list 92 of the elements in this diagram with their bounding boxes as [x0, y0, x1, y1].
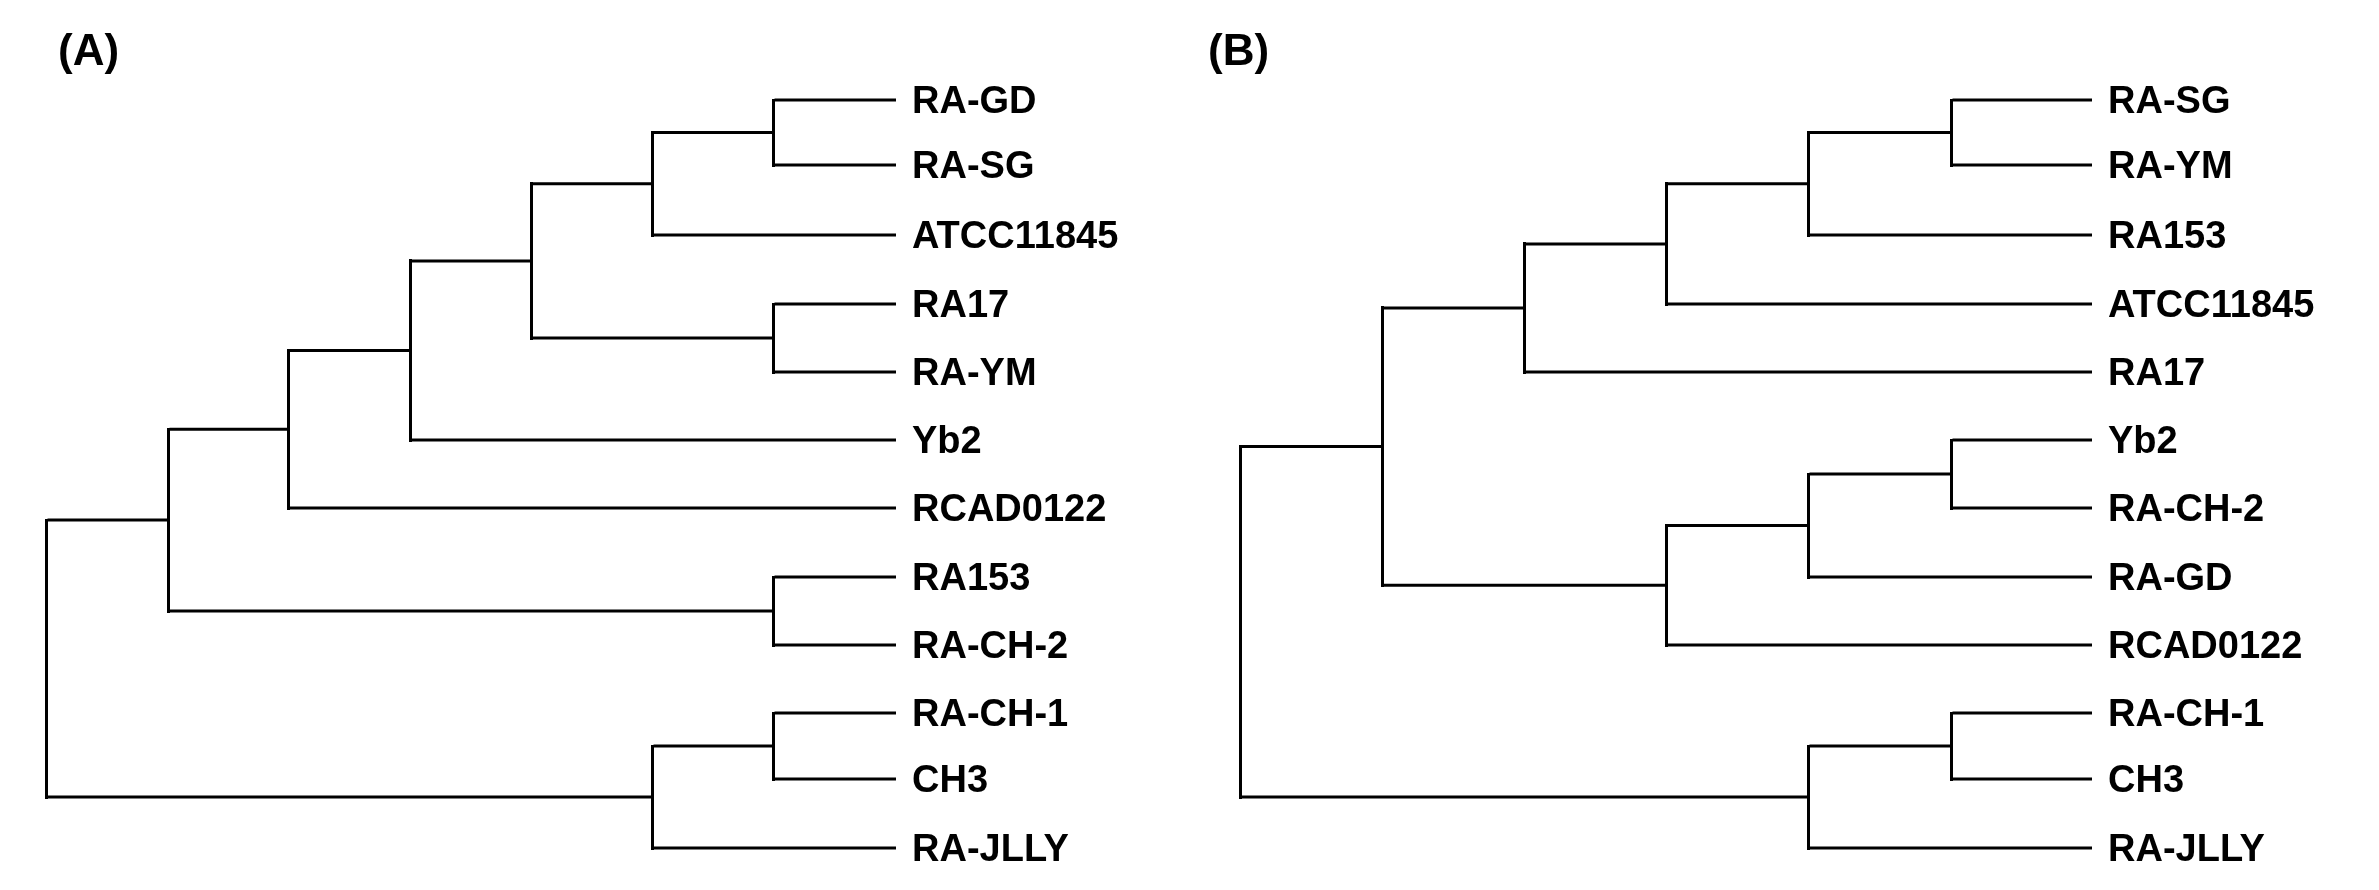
taxon-label: RCAD0122: [896, 486, 1107, 530]
panel-label: (A): [58, 28, 120, 72]
tree-branch: [653, 744, 773, 748]
taxon-label: RA-JLLY: [2092, 826, 2265, 870]
clade-bracket: [1380, 306, 1384, 587]
clade-bracket: [1806, 472, 1810, 579]
clade-bracket: [771, 575, 775, 647]
taxon-label: RA-CH-2: [2092, 486, 2265, 530]
tree-branch: [653, 233, 896, 237]
taxon-label: RA-CH-1: [896, 691, 1069, 735]
tree-branch: [1667, 302, 2092, 306]
taxon-label: RA-SG: [896, 143, 1035, 187]
tree-branch: [774, 711, 896, 715]
tree-branch: [1525, 242, 1666, 246]
taxon-label: ATCC11845: [896, 213, 1119, 257]
tree-branch: [774, 777, 896, 781]
taxon-label: Yb2: [896, 418, 982, 462]
tree-branch: [1809, 131, 1951, 134]
tree-branch: [1952, 98, 2092, 102]
tree-branch: [1952, 711, 2092, 715]
tree-branch: [774, 98, 896, 102]
taxon-label: RCAD0122: [2092, 623, 2303, 667]
tree-branch: [1383, 583, 1666, 587]
clade-bracket: [650, 744, 654, 850]
tree-branch: [1667, 182, 1808, 186]
taxon-label: RA-GD: [2092, 555, 2233, 599]
taxon-label: RA-CH-2: [896, 623, 1069, 667]
tree-branch: [532, 336, 773, 340]
tree-branch: [1241, 445, 1382, 449]
taxon-label: RA-YM: [2092, 143, 2233, 187]
tree-branch: [774, 370, 896, 374]
clade-bracket: [1664, 182, 1668, 306]
taxon-label: RA-CH-1: [2092, 691, 2265, 735]
clade-bracket: [1806, 744, 1810, 850]
clade-bracket: [1806, 131, 1810, 237]
clade-bracket: [529, 182, 533, 340]
panel-label: (B): [1208, 28, 1270, 72]
tree-branch: [653, 131, 773, 134]
tree-branch: [289, 348, 410, 352]
tree-branch: [1667, 524, 1808, 527]
tree-branch: [774, 163, 896, 167]
clade-bracket: [44, 518, 48, 799]
tree-branch: [1667, 643, 2092, 647]
tree-branch: [169, 609, 773, 613]
taxon-label: RA-GD: [896, 78, 1037, 122]
taxon-label: CH3: [896, 757, 989, 801]
tree-branch: [774, 302, 896, 306]
clade-bracket: [166, 427, 170, 613]
clade-bracket: [1949, 711, 1953, 781]
taxon-label: RA-SG: [2092, 78, 2231, 122]
tree-branch: [169, 427, 288, 431]
clade-bracket: [1664, 524, 1668, 647]
clade-bracket: [1949, 98, 1953, 167]
taxon-label: RA17: [896, 282, 1010, 326]
tree-branch: [1383, 306, 1524, 310]
tree-branch: [1809, 846, 2092, 850]
clade-bracket: [1949, 438, 1953, 510]
tree-branch: [1809, 575, 2092, 579]
tree-branch: [411, 259, 531, 263]
taxon-label: RA153: [2092, 213, 2227, 257]
taxon-label: Yb2: [2092, 418, 2178, 462]
tree-branch: [1241, 795, 1808, 799]
clade-bracket: [1522, 242, 1526, 374]
clade-bracket: [650, 131, 654, 237]
clade-bracket: [771, 711, 775, 781]
clade-bracket: [771, 302, 775, 374]
taxon-label: RA-YM: [896, 350, 1037, 394]
tree-branch: [47, 795, 652, 799]
tree-branch: [1809, 744, 1951, 748]
clade-bracket: [286, 348, 290, 510]
tree-branch: [411, 438, 896, 442]
tree-branch: [653, 846, 896, 850]
tree-branch: [774, 643, 896, 647]
tree-branch: [1525, 370, 2092, 374]
tree-branch: [1952, 163, 2092, 167]
tree-branch: [1809, 472, 1951, 476]
tree-branch: [1809, 233, 2092, 237]
clade-bracket: [771, 98, 775, 167]
taxon-label: RA17: [2092, 350, 2206, 394]
tree-branch: [1952, 438, 2092, 442]
tree-branch: [1952, 777, 2092, 781]
tree-branch: [1952, 506, 2092, 510]
taxon-label: RA153: [896, 555, 1031, 599]
taxon-label: ATCC11845: [2092, 282, 2315, 326]
taxon-label: CH3: [2092, 757, 2185, 801]
tree-branch: [774, 575, 896, 579]
clade-bracket: [1238, 445, 1242, 799]
tree-branch: [47, 518, 168, 522]
tree-branch: [289, 506, 896, 510]
clade-bracket: [408, 259, 412, 442]
tree-branch: [532, 182, 652, 186]
taxon-label: RA-JLLY: [896, 826, 1069, 870]
